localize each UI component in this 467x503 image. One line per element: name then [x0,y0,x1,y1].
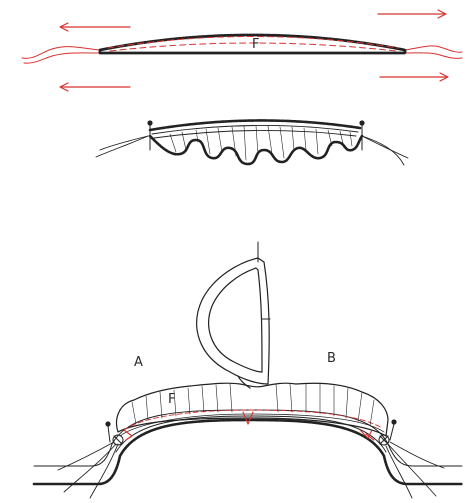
garment-edge-stitched [34,420,462,484]
thread-end-right [405,46,462,52]
thread-end-right [405,53,462,59]
fabric-label-bottom: F [168,392,175,407]
arrow-icon [380,73,448,81]
side-label-b: B [327,351,336,366]
pin-icon [105,421,110,442]
step-2-gathered-ruffle [96,120,408,165]
arrow-icon [60,83,130,91]
step-1-flat-strip: F [22,10,462,91]
arrow-icon [60,23,130,31]
arrow-icon [378,10,446,18]
pin-icon [390,419,397,440]
ruffle-bottom-edge [150,136,362,164]
side-label-a: A [134,355,143,370]
step-3-attached-ruffle: A B F [34,242,462,498]
fabric-label-top: F [252,37,259,52]
thread-end-left [24,53,100,63]
